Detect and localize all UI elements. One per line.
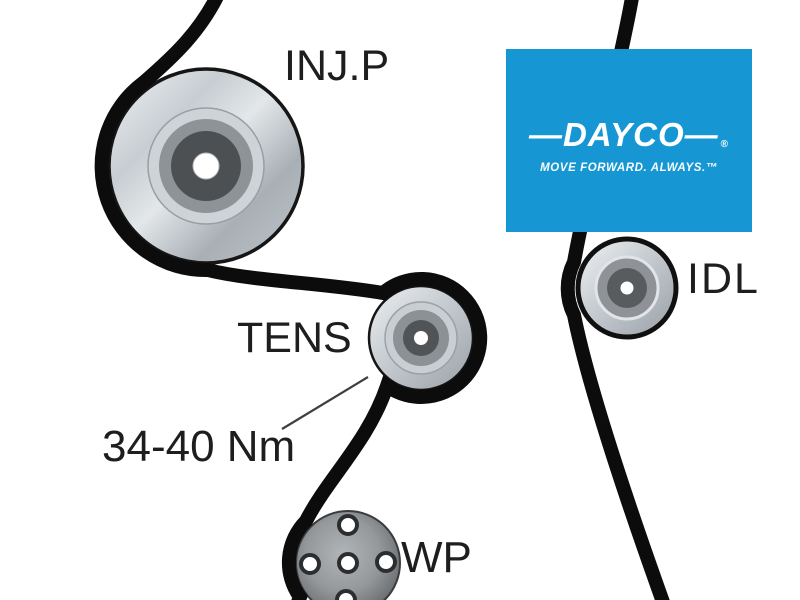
injection-pump-label: INJ.P <box>284 42 390 90</box>
dayco-logo: —DAYCO— ® <box>529 118 729 151</box>
injection-pump-pulley <box>107 67 305 265</box>
tensioner-label: TENS <box>237 314 352 362</box>
water-pump-label: WP <box>401 533 472 582</box>
torque-spec-label: 34-40 Nm <box>102 422 296 471</box>
dayco-tagline: MOVE FORWARD. ALWAYS.™ <box>540 161 718 174</box>
water-pump-pulley <box>295 510 401 600</box>
tensioner-pulley <box>367 284 475 392</box>
dayco-wordmark: —DAYCO— <box>528 115 719 153</box>
belt-left-run <box>94 0 488 600</box>
torque-callout-line <box>281 376 369 430</box>
idler-label: IDL <box>687 255 760 303</box>
dayco-brand-box: —DAYCO— ® MOVE FORWARD. ALWAYS.™ <box>506 49 752 232</box>
idler-pulley <box>575 236 679 340</box>
registered-trademark-mark: ® <box>720 138 730 150</box>
